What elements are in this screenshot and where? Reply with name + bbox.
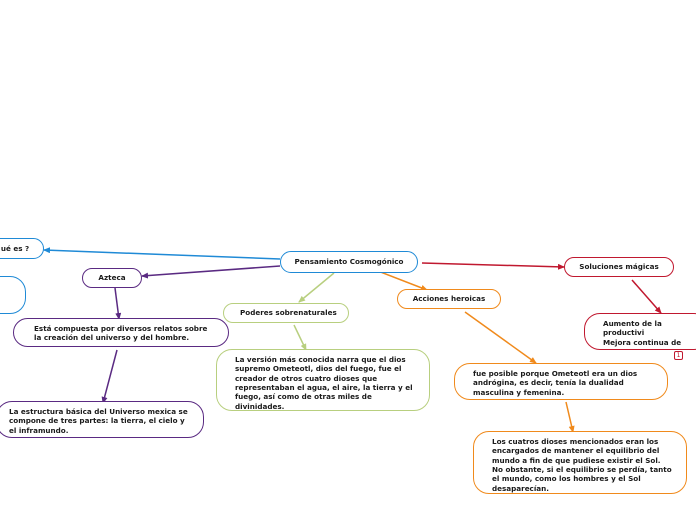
soluciones-description[interactable]: Aumento de la productivi Mejora continua… (584, 313, 696, 350)
connector-soluciones-text (631, 279, 662, 314)
connector-central-poderes (298, 272, 335, 303)
connector-azteca-text2 (101, 349, 118, 404)
acciones-ometeotl[interactable]: fue posible porque Ometeotl era un dios … (454, 363, 668, 400)
connector-central-azteca (141, 265, 281, 279)
connector-central-que-es (43, 247, 281, 260)
connector-acciones-text1 (464, 311, 537, 364)
connector-poderes-text (293, 324, 307, 351)
connector-central-acciones (377, 270, 428, 291)
topic-acciones-heroicas[interactable]: Acciones heroicas (397, 289, 501, 309)
connector-azteca-text1 (114, 287, 122, 320)
topic-partial-offscreen[interactable] (0, 276, 26, 314)
azteca-description[interactable]: Está compuesta por diversos relatos sobr… (13, 318, 229, 347)
note-badge[interactable]: 1 (674, 351, 683, 360)
topic-que-es[interactable]: ué es ? (0, 238, 44, 259)
poderes-description[interactable]: La versión más conocida narra que el dio… (216, 349, 430, 411)
central-topic[interactable]: Pensamiento Cosmogónico (280, 251, 418, 273)
acciones-cuatro-dioses[interactable]: Los cuatros dioses mencionados eran los … (473, 431, 687, 494)
topic-azteca[interactable]: Azteca (82, 268, 142, 288)
topic-poderes-sobrenaturales[interactable]: Poderes sobrenaturales (223, 303, 349, 323)
topic-soluciones-magicas[interactable]: Soluciones mágicas (564, 257, 674, 277)
connector-central-soluciones (421, 262, 565, 270)
connector-acciones-text2 (565, 401, 575, 433)
azteca-structure[interactable]: La estructura básica del Universo mexica… (0, 401, 204, 438)
